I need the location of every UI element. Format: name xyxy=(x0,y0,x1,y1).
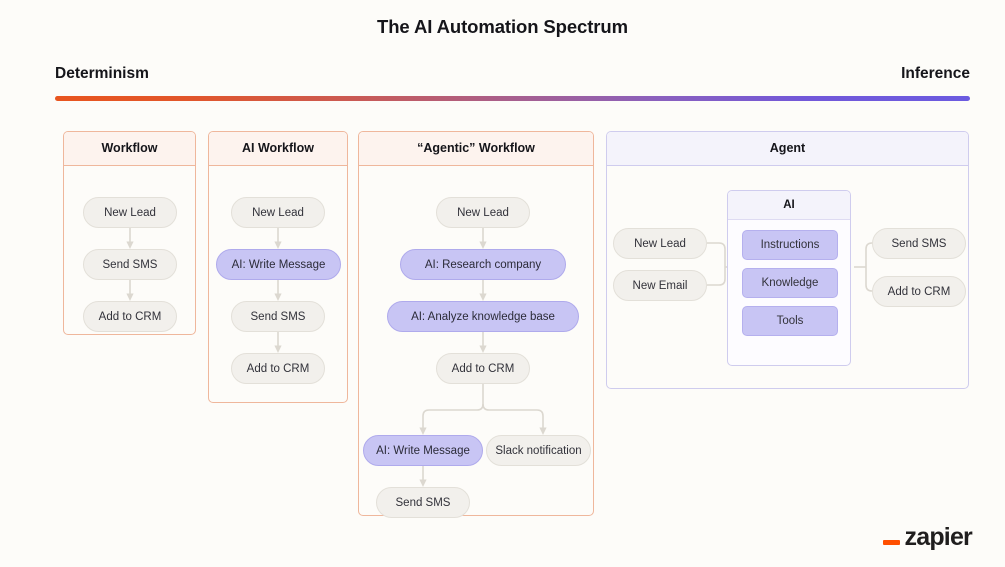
node-send-sms[interactable]: Send SMS xyxy=(376,487,470,518)
node-send-sms[interactable]: Send SMS xyxy=(83,249,177,280)
panel-ai-workflow[interactable]: AI Workflow New Lead AI: Write Message S… xyxy=(208,131,348,403)
node-ai-write-message[interactable]: AI: Write Message xyxy=(216,249,341,280)
node-input-new-lead[interactable]: New Lead xyxy=(613,228,707,259)
agent-ai-card[interactable]: AI Instructions Knowledge Tools xyxy=(727,190,851,366)
zapier-logo: zapier xyxy=(882,523,973,552)
node-input-new-email[interactable]: New Email xyxy=(613,270,707,301)
page-title: The AI Automation Spectrum xyxy=(377,16,628,37)
spectrum-left-label: Determinism xyxy=(55,65,149,82)
panels-row: Workflow New Lead Send SMS Add to CRM AI… xyxy=(0,131,1005,521)
panel-workflow[interactable]: Workflow New Lead Send SMS Add to CRM xyxy=(63,131,196,335)
node-new-lead[interactable]: New Lead xyxy=(231,197,325,228)
panel-workflow-title: Workflow xyxy=(64,132,195,166)
node-slack-notification[interactable]: Slack notification xyxy=(486,435,591,466)
panel-ai-workflow-title: AI Workflow xyxy=(209,132,347,166)
agent-ai-item-instructions[interactable]: Instructions xyxy=(742,230,838,260)
agent-ai-item-knowledge[interactable]: Knowledge xyxy=(742,268,838,298)
node-ai-write-message[interactable]: AI: Write Message xyxy=(363,435,483,466)
node-ai-research-company[interactable]: AI: Research company xyxy=(400,249,566,280)
spectrum-gradient-bar xyxy=(55,96,970,101)
zapier-underscore-icon xyxy=(882,540,900,545)
spectrum-labels: Determinism Inference xyxy=(55,65,970,83)
node-output-add-to-crm[interactable]: Add to CRM xyxy=(872,276,966,307)
panel-agentic-workflow[interactable]: “Agentic” Workflow xyxy=(358,131,594,518)
panel-agent-title: Agent xyxy=(607,132,968,166)
agent-ai-item-tools[interactable]: Tools xyxy=(742,306,838,336)
node-add-to-crm[interactable]: Add to CRM xyxy=(83,301,177,332)
node-ai-analyze-knowledge-base[interactable]: AI: Analyze knowledge base xyxy=(387,301,579,332)
agent-ai-card-title: AI xyxy=(728,191,850,220)
panel-agent[interactable]: Agent New Lead New Email xyxy=(606,131,969,389)
node-add-to-crm[interactable]: Add to CRM xyxy=(231,353,325,384)
node-new-lead[interactable]: New Lead xyxy=(436,197,530,228)
spectrum-right-label: Inference xyxy=(901,65,970,82)
node-send-sms[interactable]: Send SMS xyxy=(231,301,325,332)
panel-agentic-workflow-title: “Agentic” Workflow xyxy=(359,132,593,166)
node-output-send-sms[interactable]: Send SMS xyxy=(872,228,966,259)
node-add-to-crm[interactable]: Add to CRM xyxy=(436,353,530,384)
zapier-wordmark: zapier xyxy=(904,523,973,552)
node-new-lead[interactable]: New Lead xyxy=(83,197,177,228)
